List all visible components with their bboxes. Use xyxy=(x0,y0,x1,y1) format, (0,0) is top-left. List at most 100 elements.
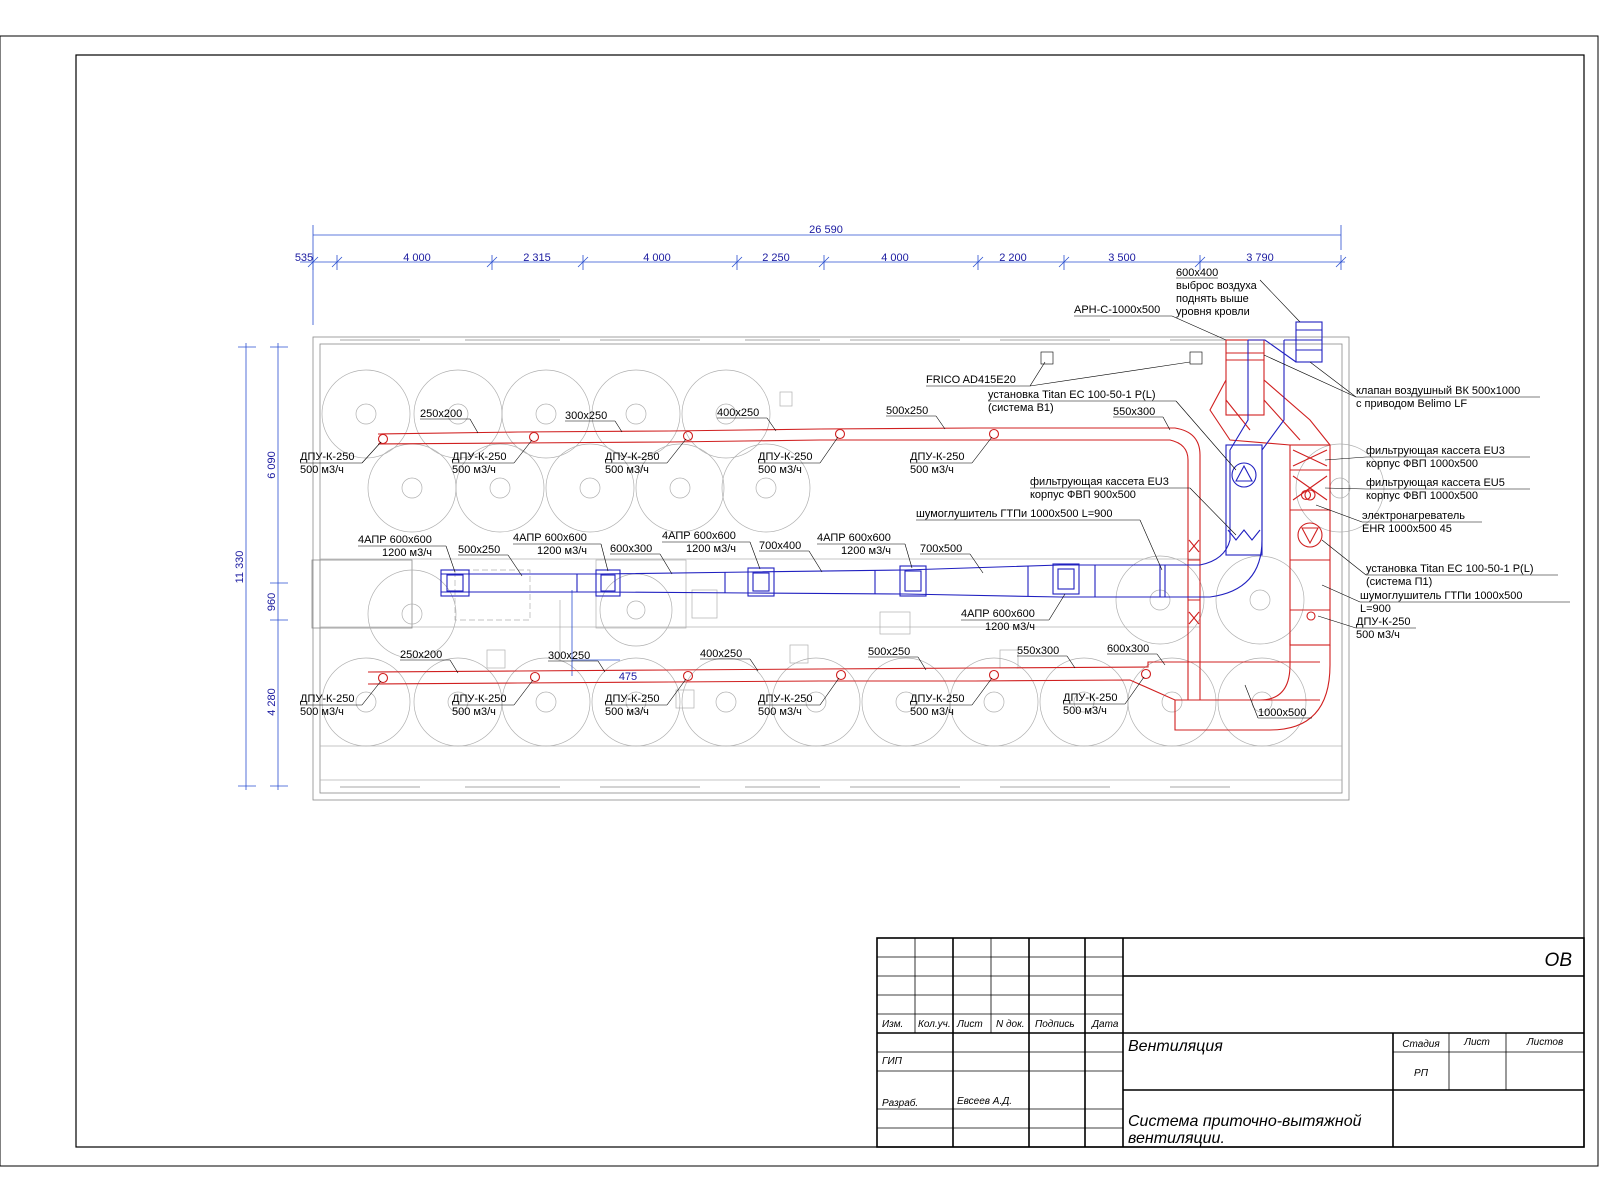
stage-header: Стадия xyxy=(1402,1039,1440,1050)
top-duct-label-0: 250x200 xyxy=(420,408,462,420)
tank-circle xyxy=(681,369,771,459)
diffuser-icon xyxy=(528,431,540,443)
grille-flow: 1200 м3/ч xyxy=(841,545,891,557)
tank-center xyxy=(755,477,777,499)
duct-labels: 250x200 300x250 400x250 500x250 550x300 … xyxy=(400,405,1312,719)
header-data: Дата xyxy=(1091,1019,1119,1030)
dim-seg-6: 2 200 xyxy=(999,252,1027,264)
tank-center xyxy=(535,403,557,425)
tank-circle xyxy=(599,573,673,647)
bottom-duct-label-4: 550x300 xyxy=(1017,645,1059,657)
diffuser-label: ДПУ-К-250 xyxy=(910,693,964,705)
dim-inner: 475 xyxy=(619,671,637,683)
top-duct-label-2: 400x250 xyxy=(717,407,759,419)
dpu-right-flow: 500 м3/ч xyxy=(1356,629,1400,641)
tank-circle xyxy=(591,657,681,747)
diffuser-flow: 500 м3/ч xyxy=(452,706,496,718)
filter-eu5-label: фильтрующая кассета EU5 xyxy=(1366,477,1505,489)
tank-circle xyxy=(949,657,1039,747)
titan-p1-system: (система П1) xyxy=(1366,576,1432,588)
diffuser-label: ДПУ-К-250 xyxy=(605,693,659,705)
dim-vertical-1: 6 090 xyxy=(266,451,278,479)
diffuser-label: ДПУ-К-250 xyxy=(758,693,812,705)
tank-center xyxy=(579,477,601,499)
diffuser-label: ДПУ-К-250 xyxy=(300,451,354,463)
titan-p1-label: установка Titan EC 100-50-1 P(L) xyxy=(1366,563,1533,575)
diffuser-label: ДПУ-К-250 xyxy=(1063,692,1117,704)
arn-label: АРН-С-1000x500 xyxy=(1074,304,1160,316)
diffuser-flow: 500 м3/ч xyxy=(605,464,649,476)
filter-eu3-body: корпус ФВП 1000x500 xyxy=(1366,458,1478,470)
tank-center xyxy=(401,603,423,625)
diffuser-label: ДПУ-К-250 xyxy=(605,451,659,463)
drawing-title-2: вентиляции. xyxy=(1128,1130,1225,1147)
stage-value: РП xyxy=(1414,1068,1429,1079)
filter-mid-label: фильтрующая кассета EU3 xyxy=(1030,476,1169,488)
exhaust-size: 600x400 xyxy=(1176,267,1218,279)
heater-label: электронагреватель xyxy=(1362,510,1465,522)
dimensions: 26 590 535 4 000 2 315 4 000 2 250 4 000… xyxy=(234,224,1347,790)
supply-ducts xyxy=(367,339,1331,731)
exhaust-note-1: выброс воздуха xyxy=(1176,280,1258,292)
diffuser-icon xyxy=(988,428,1000,440)
tank-circle xyxy=(1215,555,1305,645)
bottom-duct-label-1: 300x250 xyxy=(548,650,590,662)
silencer-right-length: L=900 xyxy=(1360,603,1391,615)
tank-center xyxy=(355,403,377,425)
dim-vertical-3: 4 280 xyxy=(266,688,278,716)
extract-duct-label-1: 600x300 xyxy=(610,543,652,555)
header-n-dok: N док. xyxy=(996,1019,1025,1030)
diffuser-label: ДПУ-К-250 xyxy=(910,451,964,463)
building-plan xyxy=(311,336,1385,801)
tank-circle xyxy=(1295,443,1385,533)
tank-circle xyxy=(681,657,771,747)
diffuser-icon xyxy=(1140,668,1152,680)
tank-circle xyxy=(455,443,545,533)
drawing-title-1: Система приточно-вытяжной xyxy=(1128,1113,1362,1130)
tank-center xyxy=(355,691,377,713)
tank-center xyxy=(447,403,469,425)
tank-circle xyxy=(321,369,411,459)
silencer-right-label: шумоглушитель ГТПи 1000x500 xyxy=(1360,590,1523,602)
tank-center xyxy=(626,600,646,620)
top-duct-labels: 250x200 300x250 400x250 500x250 550x300 xyxy=(420,405,1171,434)
titan-b1-system: (система В1) xyxy=(988,402,1054,414)
bottom-duct-label-3: 500x250 xyxy=(868,646,910,658)
tank-circle xyxy=(591,369,681,459)
tank-center xyxy=(489,477,511,499)
diffuser-icon xyxy=(377,433,389,445)
diffuser-icon xyxy=(834,428,846,440)
dim-seg-0: 535 xyxy=(295,252,313,264)
filter-eu3-label: фильтрующая кассета EU3 xyxy=(1366,445,1505,457)
diffuser-icon xyxy=(988,669,1000,681)
sheet-header: Лист xyxy=(1463,1037,1490,1048)
extract-duct-label-0: 500x250 xyxy=(458,544,500,556)
extract-duct-label-3: 700x500 xyxy=(920,543,962,555)
grille-flow: 1200 м3/ч xyxy=(537,545,587,557)
heater-model: EHR 1000x500 45 xyxy=(1362,523,1452,535)
extract-duct-labels: 500x250 600x300 700x400 700x500 xyxy=(458,540,984,577)
dim-seg-3: 4 000 xyxy=(643,252,671,264)
diffuser-flow: 500 м3/ч xyxy=(758,706,802,718)
extract-duct-label-2: 700x400 xyxy=(759,540,801,552)
project-name: Вентиляция xyxy=(1128,1038,1223,1055)
tank-center xyxy=(535,691,557,713)
tank-circle xyxy=(367,443,457,533)
equipment-callouts: 600x400 выброс воздуха поднять выше уров… xyxy=(916,267,1570,641)
valve-actuator: с приводом Belimo LF xyxy=(1356,398,1467,410)
grille-label: 4АПР 600x600 xyxy=(817,532,891,544)
tank-center xyxy=(401,477,423,499)
dpu-right-label: ДПУ-К-250 xyxy=(1356,616,1410,628)
tank-circle xyxy=(501,369,591,459)
diffuser-icon xyxy=(835,669,847,681)
grille-label: 4АПР 600x600 xyxy=(662,530,736,542)
razrab-label: Разраб. xyxy=(882,1097,918,1109)
grille-label: 4АПР 600x600 xyxy=(961,608,1035,620)
tank-center xyxy=(1073,691,1095,713)
diffuser-icon xyxy=(529,671,541,683)
sheets-header: Листов xyxy=(1526,1037,1563,1048)
diffuser-flow: 500 м3/ч xyxy=(1063,705,1107,717)
header-podpis: Подпись xyxy=(1035,1019,1075,1030)
